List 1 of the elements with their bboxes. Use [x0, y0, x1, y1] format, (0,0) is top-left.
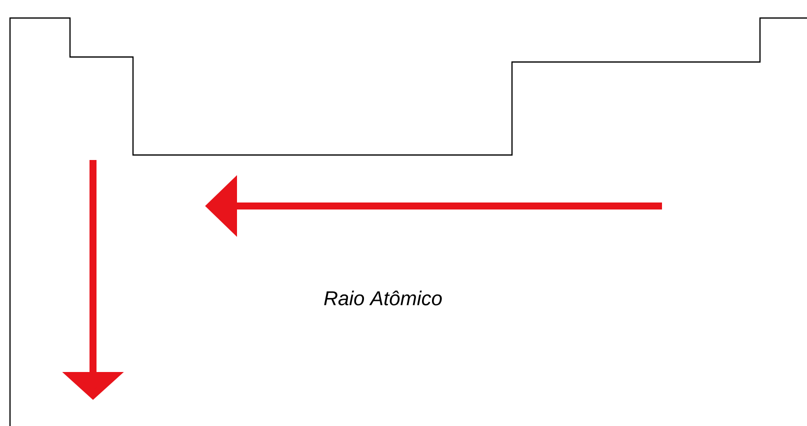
trend-label: Raio Atômico — [324, 290, 442, 306]
